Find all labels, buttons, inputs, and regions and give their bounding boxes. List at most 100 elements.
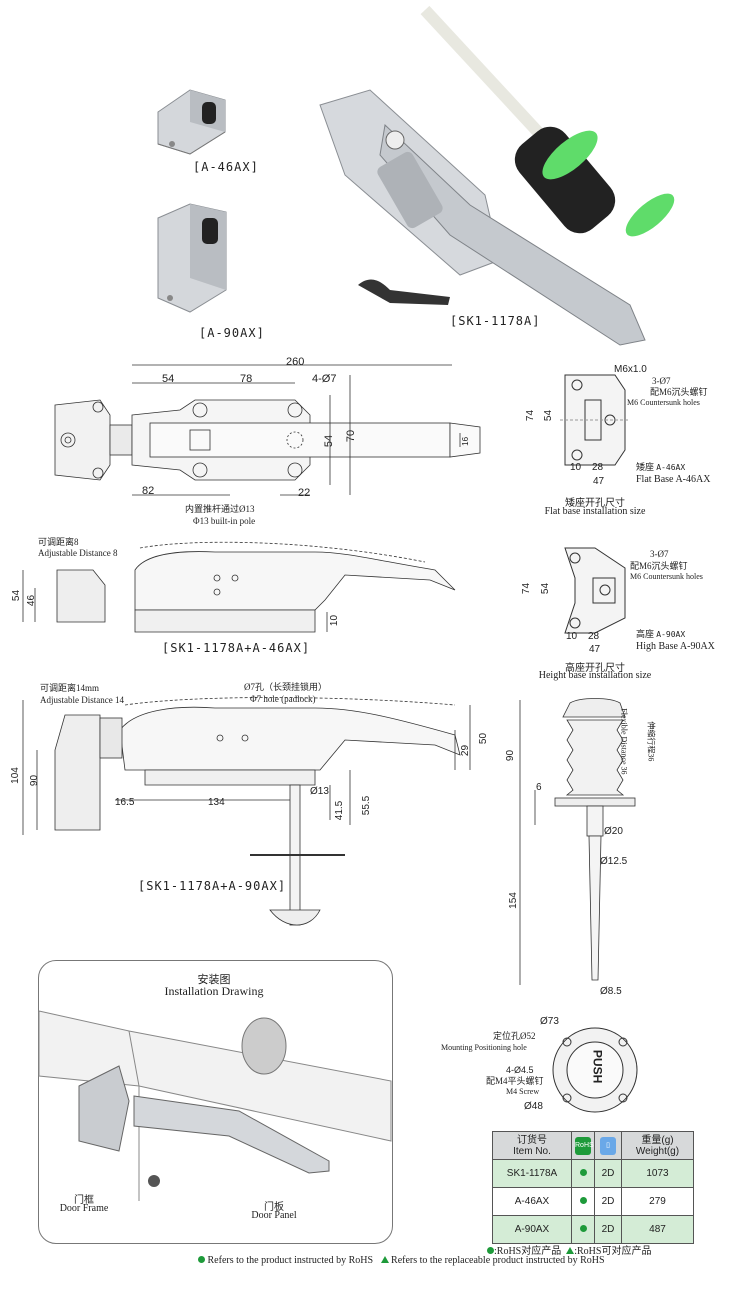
side90-dim-134: 134 bbox=[208, 797, 225, 808]
flat-dim-74: 74 bbox=[525, 409, 537, 422]
row-item: SK1-1178A bbox=[492, 1159, 572, 1188]
flat-holes: 3-Ø7 bbox=[652, 376, 671, 386]
release-knob-drawing bbox=[519, 698, 636, 985]
flat-dim-47: 47 bbox=[593, 476, 605, 487]
high-name-en-line: High Base A-90AX bbox=[636, 641, 715, 652]
flat-base-caption: [A-46AX] bbox=[193, 160, 259, 174]
side46-caption: [SK1-1178A+A-46AX] bbox=[162, 641, 311, 655]
adj14-en: Adjustable Distance 14 bbox=[40, 695, 124, 705]
side90-dim-29: 29 bbox=[460, 744, 472, 757]
high-screw-en: M6 Countersunk holes bbox=[630, 572, 703, 581]
high-code-2: A-90AX bbox=[679, 641, 715, 652]
table-row: A-46AX 2D 279 bbox=[492, 1187, 694, 1216]
high-dim-54: 54 bbox=[540, 582, 552, 595]
handle-caption: [SK1-1178A] bbox=[450, 314, 541, 328]
document-icon: ▯ bbox=[600, 1136, 616, 1155]
flat-base-hole-drawing bbox=[560, 374, 630, 466]
legend-rohs-cn: :RoHS对应产品 bbox=[494, 1246, 562, 1257]
push-plate-drawing bbox=[552, 1027, 638, 1113]
high-name-en: High Base bbox=[636, 641, 678, 652]
flat-name-line: 矮座 A-46AX bbox=[636, 462, 686, 473]
flat-name-en-line: Flat Base A-46AX bbox=[636, 474, 710, 485]
push-dim-73: Ø73 bbox=[540, 1016, 559, 1027]
install-title-cn: 安装图 bbox=[197, 974, 231, 986]
flat-name-en: Flat Base bbox=[636, 474, 674, 485]
table-row: A-90AX 2D 487 bbox=[492, 1215, 694, 1244]
triangle-icon bbox=[566, 1247, 575, 1254]
table-row: SK1-1178A 2D 1073 bbox=[492, 1159, 694, 1188]
col-weight-cn: 重量(g) bbox=[641, 1134, 674, 1146]
install-title-en: Installation Drawing bbox=[164, 984, 264, 998]
high-dim-47: 47 bbox=[589, 644, 601, 655]
high-dim-28: 28 bbox=[588, 631, 600, 642]
door-frame-en: Door Frame bbox=[59, 1203, 109, 1214]
row-item: A-90AX bbox=[492, 1215, 572, 1244]
flat-code: A-46AX bbox=[656, 463, 686, 472]
row-2d[interactable]: 2D bbox=[594, 1159, 622, 1188]
dim-16: 16 bbox=[461, 436, 471, 446]
row-rohs-dot bbox=[571, 1187, 595, 1216]
triangle-icon bbox=[380, 1256, 389, 1263]
padlock-hole-cn: Ø7孔（长颈挂锁用） bbox=[244, 682, 327, 692]
col-weight-header: 重量(g)Weight(g) bbox=[621, 1131, 694, 1160]
push-screw-en: M4 Screw bbox=[506, 1087, 540, 1096]
push-pos-cn: 定位孔Ø52 bbox=[493, 1031, 536, 1041]
dim-22: 22 bbox=[298, 487, 311, 499]
door-panel-cn: 门板 bbox=[264, 1202, 284, 1213]
push-screw-qty: 4-Ø4.5 bbox=[506, 1065, 534, 1075]
rohs-dot-icon bbox=[487, 1247, 494, 1254]
flat-screw-cn: 配M6沉头螺钉 bbox=[650, 387, 708, 397]
flat-base-photo bbox=[157, 89, 226, 155]
col-rohs-header: RoHS bbox=[571, 1131, 595, 1160]
side90-dim-104: 104 bbox=[9, 767, 21, 784]
side46-dim-10: 10 bbox=[329, 614, 341, 627]
side46-dim-46: 46 bbox=[26, 594, 38, 607]
row-2d[interactable]: 2D bbox=[594, 1215, 622, 1244]
row-2d[interactable]: 2D bbox=[594, 1187, 622, 1216]
row-rohs-dot bbox=[571, 1159, 595, 1188]
knob-flex-cn: 伸缩行程36 bbox=[646, 721, 656, 762]
high-title-cn: 高座开孔尺寸 bbox=[565, 663, 625, 674]
side90-dim-50: 50 bbox=[478, 732, 490, 745]
high-screw-cn: 配M6沉头螺钉 bbox=[630, 561, 688, 571]
high-title-en: Height base installation size bbox=[538, 670, 652, 681]
row-weight: 1073 bbox=[621, 1159, 694, 1188]
col-item-en: Item No. bbox=[513, 1145, 551, 1157]
side46-dim-54: 54 bbox=[11, 589, 23, 602]
legend-notes-line: Refers to the product instructed by RoHS… bbox=[198, 1255, 605, 1266]
top-view-drawing bbox=[54, 364, 481, 496]
flat-dim-10: 10 bbox=[570, 462, 582, 473]
knob-dim-8-5: Ø8.5 bbox=[600, 986, 622, 997]
install-illustration bbox=[38, 1010, 392, 1201]
high-name-line: 高座 A-90AX bbox=[636, 629, 686, 640]
row-item: A-46AX bbox=[492, 1187, 572, 1216]
high-code: A-90AX bbox=[656, 630, 686, 639]
knob-dim-12-5: Ø12.5 bbox=[600, 856, 628, 867]
flat-title-en: Flat base installation size bbox=[544, 506, 646, 517]
dim-82: 82 bbox=[142, 485, 155, 497]
push-label: PUSH bbox=[590, 1049, 605, 1084]
rohs-icon: RoHS bbox=[575, 1136, 594, 1155]
push-pos-en: Mounting Positioning hole bbox=[441, 1043, 527, 1052]
col-2d-header: ▯ bbox=[594, 1131, 622, 1160]
dim-78: 78 bbox=[240, 373, 253, 385]
adj8-en: Adjustable Distance 8 bbox=[38, 548, 118, 558]
dim-70: 70 bbox=[345, 429, 358, 443]
high-base-photo bbox=[157, 203, 227, 313]
flat-dim-28: 28 bbox=[592, 462, 604, 473]
knob-dim-20: Ø20 bbox=[604, 826, 623, 837]
installation-panel: 安装图 Installation Drawing 门框 Door Frame 门… bbox=[38, 960, 393, 1244]
adj8-cn: 可调距离8 bbox=[38, 537, 79, 547]
push-screw-cn: 配M4平头螺钉 bbox=[486, 1076, 544, 1086]
dim-260: 260 bbox=[286, 356, 305, 368]
knob-flex-en: Flexible Distance 36 bbox=[619, 708, 629, 775]
high-dim-74: 74 bbox=[521, 582, 533, 595]
side90-dim-16-5: 16.5 bbox=[115, 797, 135, 808]
padlock-hole-en: Φ7 hole (padlock) bbox=[250, 694, 316, 704]
high-base-hole-drawing bbox=[564, 547, 626, 634]
dim-54-vertical: 54 bbox=[323, 434, 336, 448]
rohs-dot-icon bbox=[198, 1256, 205, 1263]
flat-screw-en: M6 Countersunk holes bbox=[627, 398, 700, 407]
side90-dim-55-5: 55.5 bbox=[361, 795, 373, 816]
